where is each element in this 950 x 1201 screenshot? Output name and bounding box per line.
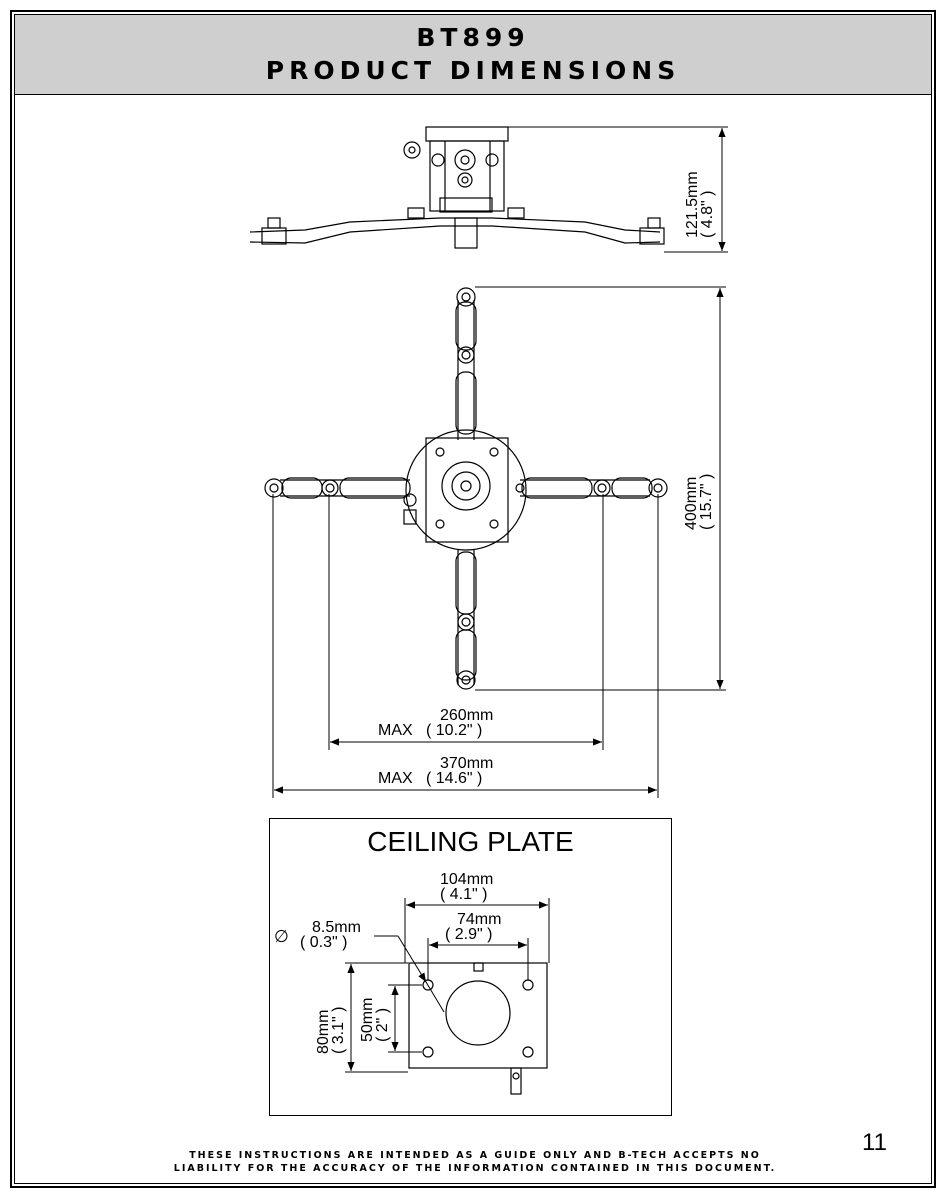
disclaimer: THESE INSTRUCTIONS ARE INTENDED AS A GUI… xyxy=(120,1149,830,1175)
plate-height-outer-label: 80mm ( 3.1" ) xyxy=(315,1006,347,1054)
top-view-drawing xyxy=(264,287,668,690)
ceiling-plate-title: CEILING PLATE xyxy=(367,826,574,857)
width-260-prefix: MAX xyxy=(378,722,413,739)
width-260-inch: ( 10.2" ) xyxy=(426,722,483,739)
height-dimension-label: 121.5mm ( 4.8" ) xyxy=(684,171,716,238)
plate-width-inner-mm: 74mm xyxy=(457,911,502,928)
width-260-mm: 260mm xyxy=(440,707,494,724)
width-370-inch: ( 14.6" ) xyxy=(426,770,483,787)
ceiling-plate-drawing xyxy=(408,962,548,1095)
plate-height-outer-inch: ( 3.1" ) xyxy=(330,1006,347,1054)
plate-width-inner-inch: ( 2.9" ) xyxy=(445,926,493,943)
arm-span-inch: ( 15.7" ) xyxy=(698,473,715,530)
diameter-symbol: ∅ xyxy=(274,927,289,946)
ceiling-plate-dimensions xyxy=(345,898,550,1073)
arm-span-dimension xyxy=(475,286,726,691)
model-number: BT899 xyxy=(416,23,530,52)
disclaimer-line-2: LIABILITY FOR THE ACCURACY OF THE INFORM… xyxy=(173,1163,777,1174)
plate-height-inner-label: 50mm ( 2" ) xyxy=(359,997,391,1042)
side-view-drawing xyxy=(249,126,665,249)
plate-height-outer-mm: 80mm xyxy=(315,1009,332,1054)
page-border-outer xyxy=(10,10,936,1188)
plate-height-inner-inch: ( 2" ) xyxy=(374,1007,391,1042)
plate-height-inner-mm: 50mm xyxy=(359,997,376,1042)
page-title: PRODUCT DIMENSIONS xyxy=(265,56,681,85)
height-inch: ( 4.8" ) xyxy=(699,190,716,238)
arm-span-mm: 400mm xyxy=(683,476,700,530)
width-370-mm: 370mm xyxy=(440,755,494,772)
plate-width-outer-label: 104mm ( 4.1" ) xyxy=(440,871,494,903)
plate-width-outer-mm: 104mm xyxy=(440,871,494,888)
width-370-prefix: MAX xyxy=(378,770,413,787)
plate-width-inner-label: 74mm ( 2.9" ) xyxy=(445,911,502,943)
page-header: BT899 PRODUCT DIMENSIONS xyxy=(15,15,931,95)
page-border-inner xyxy=(14,14,932,1184)
hole-inch: ( 0.3" ) xyxy=(300,934,348,951)
width-260-dimension xyxy=(328,494,604,750)
hole-mm: 8.5mm xyxy=(312,919,361,936)
plate-width-outer-inch: ( 4.1" ) xyxy=(440,886,488,903)
arm-span-label: 400mm ( 15.7" ) xyxy=(683,473,715,530)
page-number: 11 xyxy=(862,1129,887,1156)
ceiling-plate-panel: CEILING PLATE xyxy=(269,818,672,1116)
height-dimension xyxy=(508,126,728,253)
width-370-dimension xyxy=(272,494,659,798)
height-mm: 121.5mm xyxy=(684,171,701,238)
disclaimer-line-1: THESE INSTRUCTIONS ARE INTENDED AS A GUI… xyxy=(189,1150,761,1161)
